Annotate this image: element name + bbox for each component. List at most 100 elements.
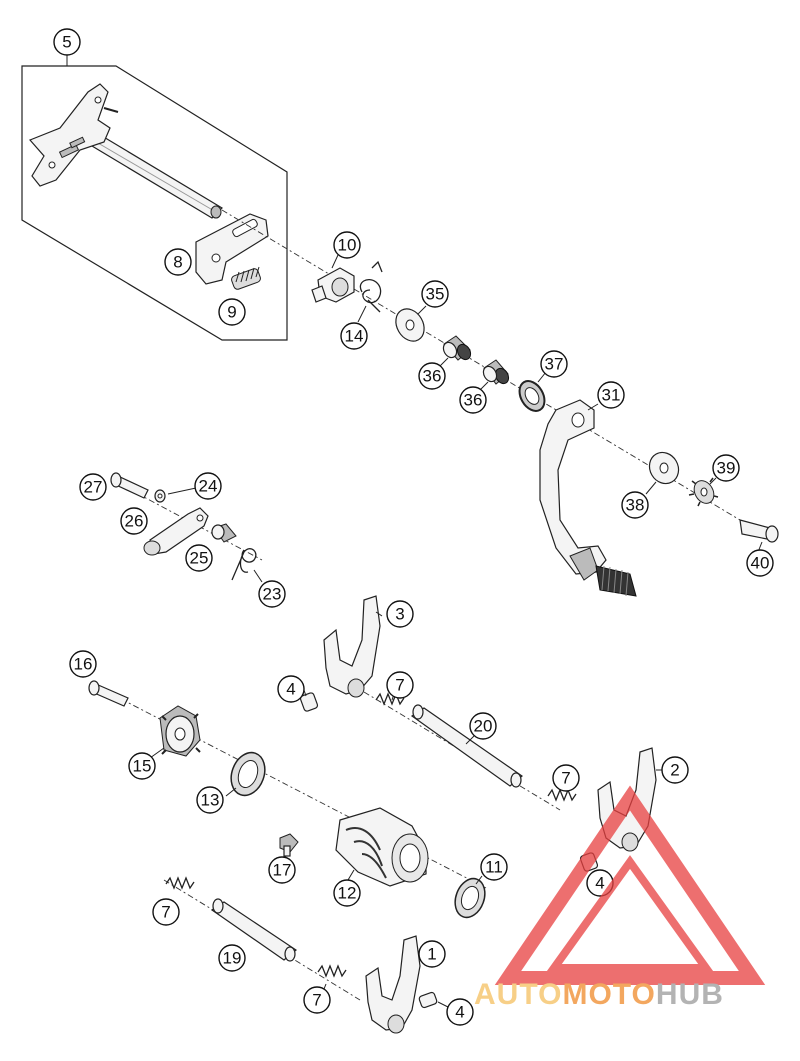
callout-31: 31 bbox=[597, 381, 625, 409]
svg-text:25: 25 bbox=[190, 549, 209, 568]
svg-text:31: 31 bbox=[602, 386, 621, 405]
part-25-bushing bbox=[211, 523, 237, 543]
svg-text:36: 36 bbox=[423, 367, 442, 386]
callout-11: 11 bbox=[480, 853, 508, 881]
svg-text:37: 37 bbox=[545, 355, 564, 374]
part-31-shift-pedal bbox=[539, 399, 637, 597]
callout-5: 5 bbox=[53, 28, 81, 56]
svg-text:1: 1 bbox=[427, 945, 436, 964]
svg-text:16: 16 bbox=[74, 655, 93, 674]
callout-39: 39 bbox=[712, 454, 740, 482]
svg-text:36: 36 bbox=[464, 391, 483, 410]
part-3-shift-fork bbox=[323, 595, 383, 698]
part-40-bolt bbox=[739, 519, 779, 553]
svg-text:27: 27 bbox=[84, 478, 103, 497]
part-10-spring-holder bbox=[311, 254, 355, 303]
svg-text:17: 17 bbox=[273, 861, 292, 880]
shift-shaft bbox=[28, 83, 223, 219]
part-26-lever bbox=[143, 507, 209, 556]
callout-26: 26 bbox=[120, 507, 148, 535]
part-23-spring bbox=[231, 548, 263, 583]
part-19-fork-shaft bbox=[210, 898, 298, 962]
callout-7-c: 7 bbox=[152, 898, 180, 926]
part-27-bolt bbox=[110, 472, 149, 499]
svg-text:15: 15 bbox=[133, 757, 152, 776]
svg-text:38: 38 bbox=[626, 496, 645, 515]
svg-text:24: 24 bbox=[199, 477, 218, 496]
part-9-spring bbox=[231, 266, 261, 290]
callout-36-b: 36 bbox=[459, 386, 487, 414]
svg-text:4: 4 bbox=[595, 874, 604, 893]
svg-text:7: 7 bbox=[561, 769, 570, 788]
svg-text:12: 12 bbox=[338, 884, 357, 903]
svg-text:35: 35 bbox=[426, 285, 445, 304]
callout-23: 23 bbox=[258, 580, 286, 608]
callout-1: 1 bbox=[418, 940, 446, 968]
svg-text:14: 14 bbox=[345, 327, 364, 346]
svg-text:39: 39 bbox=[717, 459, 736, 478]
part-4-pin-c bbox=[418, 991, 451, 1009]
part-13-bearing-ring bbox=[225, 751, 266, 797]
part-15-shift-drum-locating bbox=[149, 705, 201, 759]
callout-25: 25 bbox=[185, 544, 213, 572]
callout-7-b: 7 bbox=[552, 764, 580, 792]
svg-text:9: 9 bbox=[227, 303, 236, 322]
part-14-return-spring bbox=[357, 260, 383, 323]
watermark-logo: AUTOMOTOHUB bbox=[474, 785, 766, 1011]
svg-text:7: 7 bbox=[312, 991, 321, 1010]
callout-24: 24 bbox=[194, 472, 222, 500]
part-38-washer bbox=[645, 451, 680, 495]
svg-text:11: 11 bbox=[485, 858, 503, 877]
callout-27: 27 bbox=[79, 473, 107, 501]
part-24-washer bbox=[154, 487, 197, 503]
shift-shaft-assembly-box bbox=[21, 55, 288, 341]
callout-7-d: 7 bbox=[303, 986, 331, 1014]
part-12-shift-drum bbox=[335, 807, 429, 887]
part-7-spring-c bbox=[165, 876, 195, 890]
part-16-bolt bbox=[88, 680, 129, 707]
svg-text:23: 23 bbox=[263, 585, 282, 604]
callout-36-a: 36 bbox=[418, 362, 446, 390]
callout-37: 37 bbox=[540, 350, 568, 378]
callout-9: 9 bbox=[218, 298, 246, 326]
svg-text:2: 2 bbox=[670, 761, 679, 780]
part-36-bushing-a bbox=[439, 335, 472, 367]
part-35-washer bbox=[395, 305, 427, 342]
part-11-bearing-ring bbox=[454, 875, 486, 919]
svg-text:40: 40 bbox=[751, 554, 770, 573]
part-4-pin-a bbox=[299, 689, 319, 712]
svg-text:7: 7 bbox=[161, 903, 170, 922]
callout-13: 13 bbox=[196, 786, 224, 814]
callout-15: 15 bbox=[128, 752, 156, 780]
callout-4-c: 4 bbox=[446, 998, 474, 1026]
part-20-fork-shaft bbox=[410, 704, 523, 788]
callout-19: 19 bbox=[218, 944, 246, 972]
callout-16: 16 bbox=[69, 650, 97, 678]
part-37-seal-ring bbox=[518, 371, 547, 412]
part-17-screw bbox=[279, 833, 299, 863]
svg-text:19: 19 bbox=[223, 949, 242, 968]
callout-17: 17 bbox=[268, 856, 296, 884]
callout-4-a: 4 bbox=[277, 675, 305, 703]
svg-text:3: 3 bbox=[395, 605, 404, 624]
callout-10: 10 bbox=[333, 231, 361, 259]
svg-text:4: 4 bbox=[286, 680, 295, 699]
callout-20: 20 bbox=[469, 712, 497, 740]
part-39-lock-washer bbox=[688, 477, 719, 507]
callout-3: 3 bbox=[386, 600, 414, 628]
callout-35: 35 bbox=[421, 280, 449, 308]
svg-text:10: 10 bbox=[338, 236, 357, 255]
svg-text:26: 26 bbox=[125, 512, 144, 531]
part-1-shift-fork bbox=[365, 935, 424, 1034]
part-36-bushing-b bbox=[479, 359, 510, 391]
callout-14: 14 bbox=[340, 322, 368, 350]
callout-2: 2 bbox=[661, 756, 689, 784]
svg-text:20: 20 bbox=[474, 717, 493, 736]
callout-38: 38 bbox=[621, 491, 649, 519]
svg-text:13: 13 bbox=[201, 791, 220, 810]
svg-text:5: 5 bbox=[62, 33, 71, 52]
svg-text:7: 7 bbox=[395, 676, 404, 695]
callout-40: 40 bbox=[746, 549, 774, 577]
watermark-text: AUTOMOTOHUB bbox=[474, 978, 724, 1011]
